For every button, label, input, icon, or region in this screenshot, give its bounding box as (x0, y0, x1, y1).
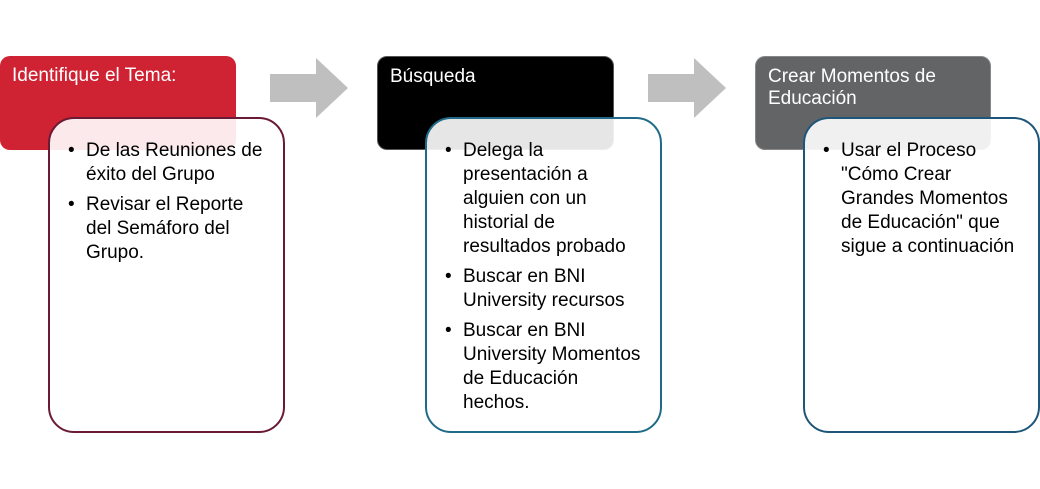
list-item: •De las Reuniones de éxito del Grupo (68, 140, 263, 185)
step-2-title: Búsqueda (390, 66, 476, 87)
step-3-title: Crear Momentos de Educación (768, 66, 936, 109)
list-item: •Buscar en BNI University Momentos de Ed… (445, 320, 641, 413)
step-1-card: •De las Reuniones de éxito del Grupo •Re… (48, 117, 285, 433)
list-item: •Revisar el Reporte del Semáforo del Gru… (68, 194, 244, 263)
bullet-icon: • (445, 320, 452, 341)
bullet-icon: • (445, 266, 452, 287)
arrow-right-icon (270, 58, 348, 118)
bullet-icon: • (68, 140, 75, 161)
list-item: •Delega la presentación a alguien con un… (445, 140, 626, 257)
bullet-icon: • (68, 194, 75, 215)
list-item: •Buscar en BNI University recursos (445, 266, 625, 311)
bullet-icon: • (823, 140, 830, 161)
bullet-icon: • (445, 140, 452, 161)
step-3-card: •Usar el Proceso "Cómo Crear Grandes Mom… (803, 117, 1040, 433)
step-1-title: Identifique el Tema: (12, 65, 177, 86)
step-2-card: •Delega la presentación a alguien con un… (425, 117, 662, 433)
list-item: •Usar el Proceso "Cómo Crear Grandes Mom… (823, 140, 1015, 257)
arrow-right-icon (648, 58, 726, 118)
